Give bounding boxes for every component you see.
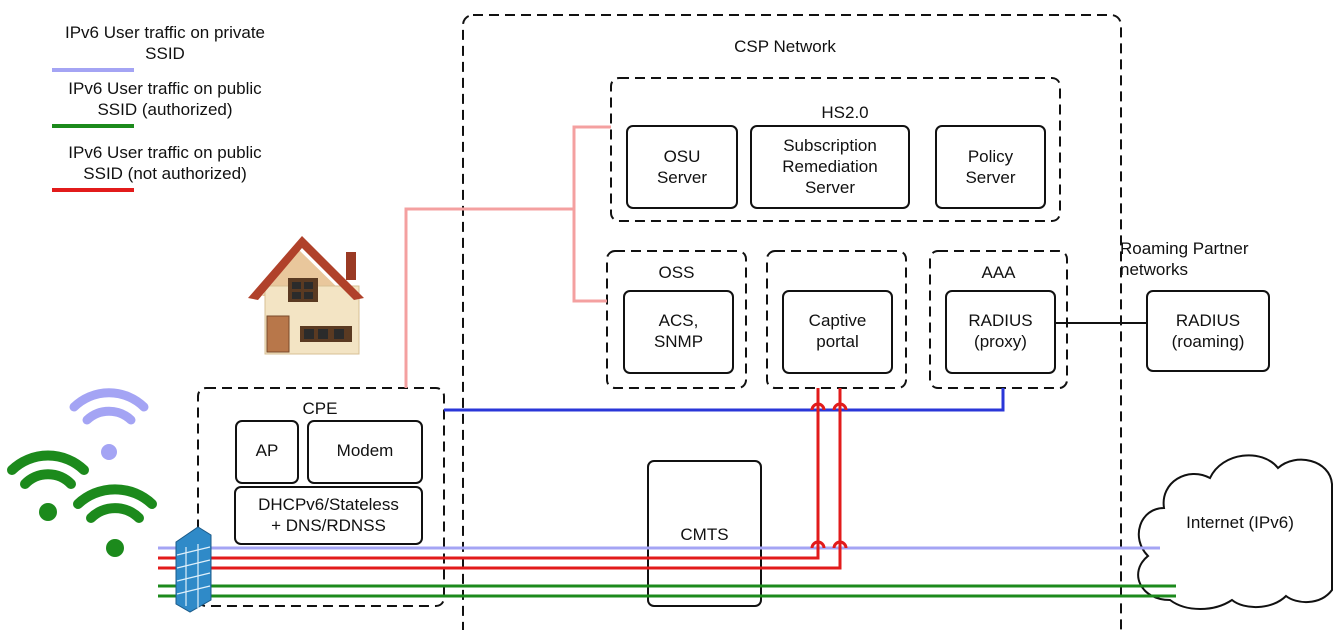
cmts-box <box>647 460 762 607</box>
house-icon <box>248 236 364 355</box>
firewall-icon <box>175 526 212 613</box>
legend-label-not-authorized: IPv6 User traffic on public SSID (not au… <box>68 143 262 183</box>
traffic-not-authorized-1 <box>158 388 820 560</box>
cpe-box <box>197 387 445 607</box>
captive-portal-label: Captive portal <box>808 311 867 351</box>
oss-box <box>606 250 747 389</box>
dhcp-box <box>234 486 423 545</box>
internet-cloud <box>1137 454 1333 610</box>
aaa-title: AAA <box>981 263 1016 282</box>
subscription-server-box <box>750 125 910 209</box>
internet-label: Internet (IPv6) <box>1186 513 1294 532</box>
radius-roaming-label: RADIUS (roaming) <box>1171 311 1245 351</box>
management-links <box>404 125 611 388</box>
policy-server-box <box>935 125 1046 209</box>
wifi-public-icon <box>7 450 89 521</box>
ap-box <box>235 420 299 484</box>
traffic-lines <box>158 388 1176 598</box>
captive-portal-outer-box <box>766 250 907 389</box>
policy-server-label: Policy Server <box>965 147 1016 187</box>
osu-server-box <box>626 125 738 209</box>
traffic-bridge-3 <box>810 540 826 549</box>
ap-label: AP <box>255 441 279 460</box>
radius-proxy-label: RADIUS (proxy) <box>968 311 1033 351</box>
mgmt-link-hs20 <box>572 125 611 303</box>
cpe-title: CPE <box>302 399 338 418</box>
modem-box <box>307 420 423 484</box>
roaming-title: Roaming Partner networks <box>1120 239 1249 279</box>
dhcp-label: DHCPv6/Stateless + DNS/RDNSS <box>258 495 399 535</box>
oss-title: OSS <box>658 263 695 282</box>
captive-portal-box <box>782 290 893 374</box>
legend-label-authorized: IPv6 User traffic on public SSID (author… <box>68 79 262 119</box>
csp-network-title: CSP Network <box>734 37 836 56</box>
traffic-not-authorized-2 <box>158 388 842 570</box>
wifi-public-icon-2 <box>73 484 157 557</box>
hs20-title: HS2.0 <box>821 103 869 122</box>
traffic-bridge-4 <box>832 540 848 549</box>
subscription-server-label: Subscription Remediation Server <box>782 136 878 197</box>
acs-label: ACS, SNMP <box>653 311 704 351</box>
aaa-box <box>929 250 1068 389</box>
radius-proxy-box <box>945 290 1056 374</box>
modem-label: Modem <box>336 441 394 460</box>
mgmt-link-cpe <box>404 207 574 388</box>
acs-box <box>623 290 734 374</box>
traffic-bridge-2 <box>832 402 848 411</box>
wifi-private-icon <box>69 388 149 460</box>
radius-roaming-box <box>1146 290 1270 372</box>
hs20-box <box>610 77 1061 222</box>
aaa-link <box>444 388 1005 412</box>
cmts-label: CMTS <box>680 525 729 544</box>
legend-label-private: IPv6 User traffic on private SSID <box>65 23 265 63</box>
osu-server-label: OSU Server <box>656 147 708 187</box>
traffic-bridge-1 <box>810 402 826 411</box>
